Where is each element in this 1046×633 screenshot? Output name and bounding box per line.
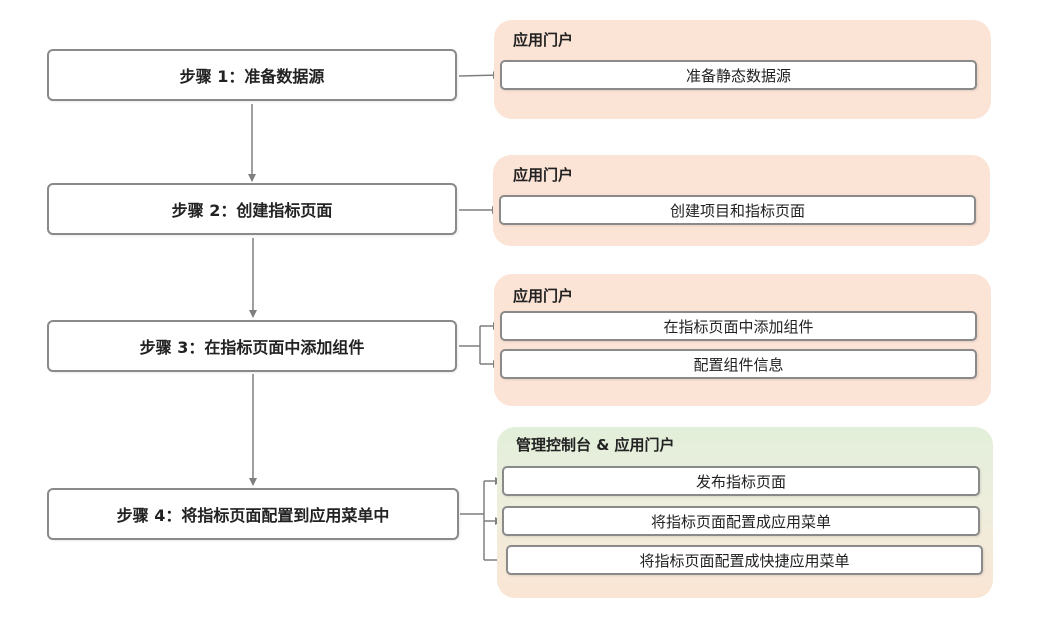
panel-title: 应用门户 — [513, 31, 574, 49]
step-2-box[interactable]: 步骤 2：创建指标页面 — [47, 183, 457, 235]
task-add-components[interactable]: 在指标页面中添加组件 — [500, 311, 977, 341]
task-configure-components[interactable]: 配置组件信息 — [500, 349, 977, 379]
step-1-box[interactable]: 步骤 1：准备数据源 — [47, 49, 457, 101]
step-3-box[interactable]: 步骤 3：在指标页面中添加组件 — [47, 320, 457, 372]
panel-title: 应用门户 — [513, 166, 574, 184]
task-create-project-and-page[interactable]: 创建项目和指标页面 — [499, 195, 976, 225]
task-config-app-menu[interactable]: 将指标页面配置成应用菜单 — [502, 506, 980, 536]
panel-title: 应用门户 — [513, 287, 574, 305]
task-publish-page[interactable]: 发布指标页面 — [502, 466, 980, 496]
task-config-quick-menu[interactable]: 将指标页面配置成快捷应用菜单 — [506, 545, 983, 575]
step-4-box[interactable]: 步骤 4：将指标页面配置到应用菜单中 — [47, 488, 459, 540]
panel-title: 管理控制台 & 应用门户 — [516, 436, 675, 454]
branch-arrow-1 — [458, 71, 501, 80]
task-prepare-static-datasource[interactable]: 准备静态数据源 — [500, 60, 977, 90]
